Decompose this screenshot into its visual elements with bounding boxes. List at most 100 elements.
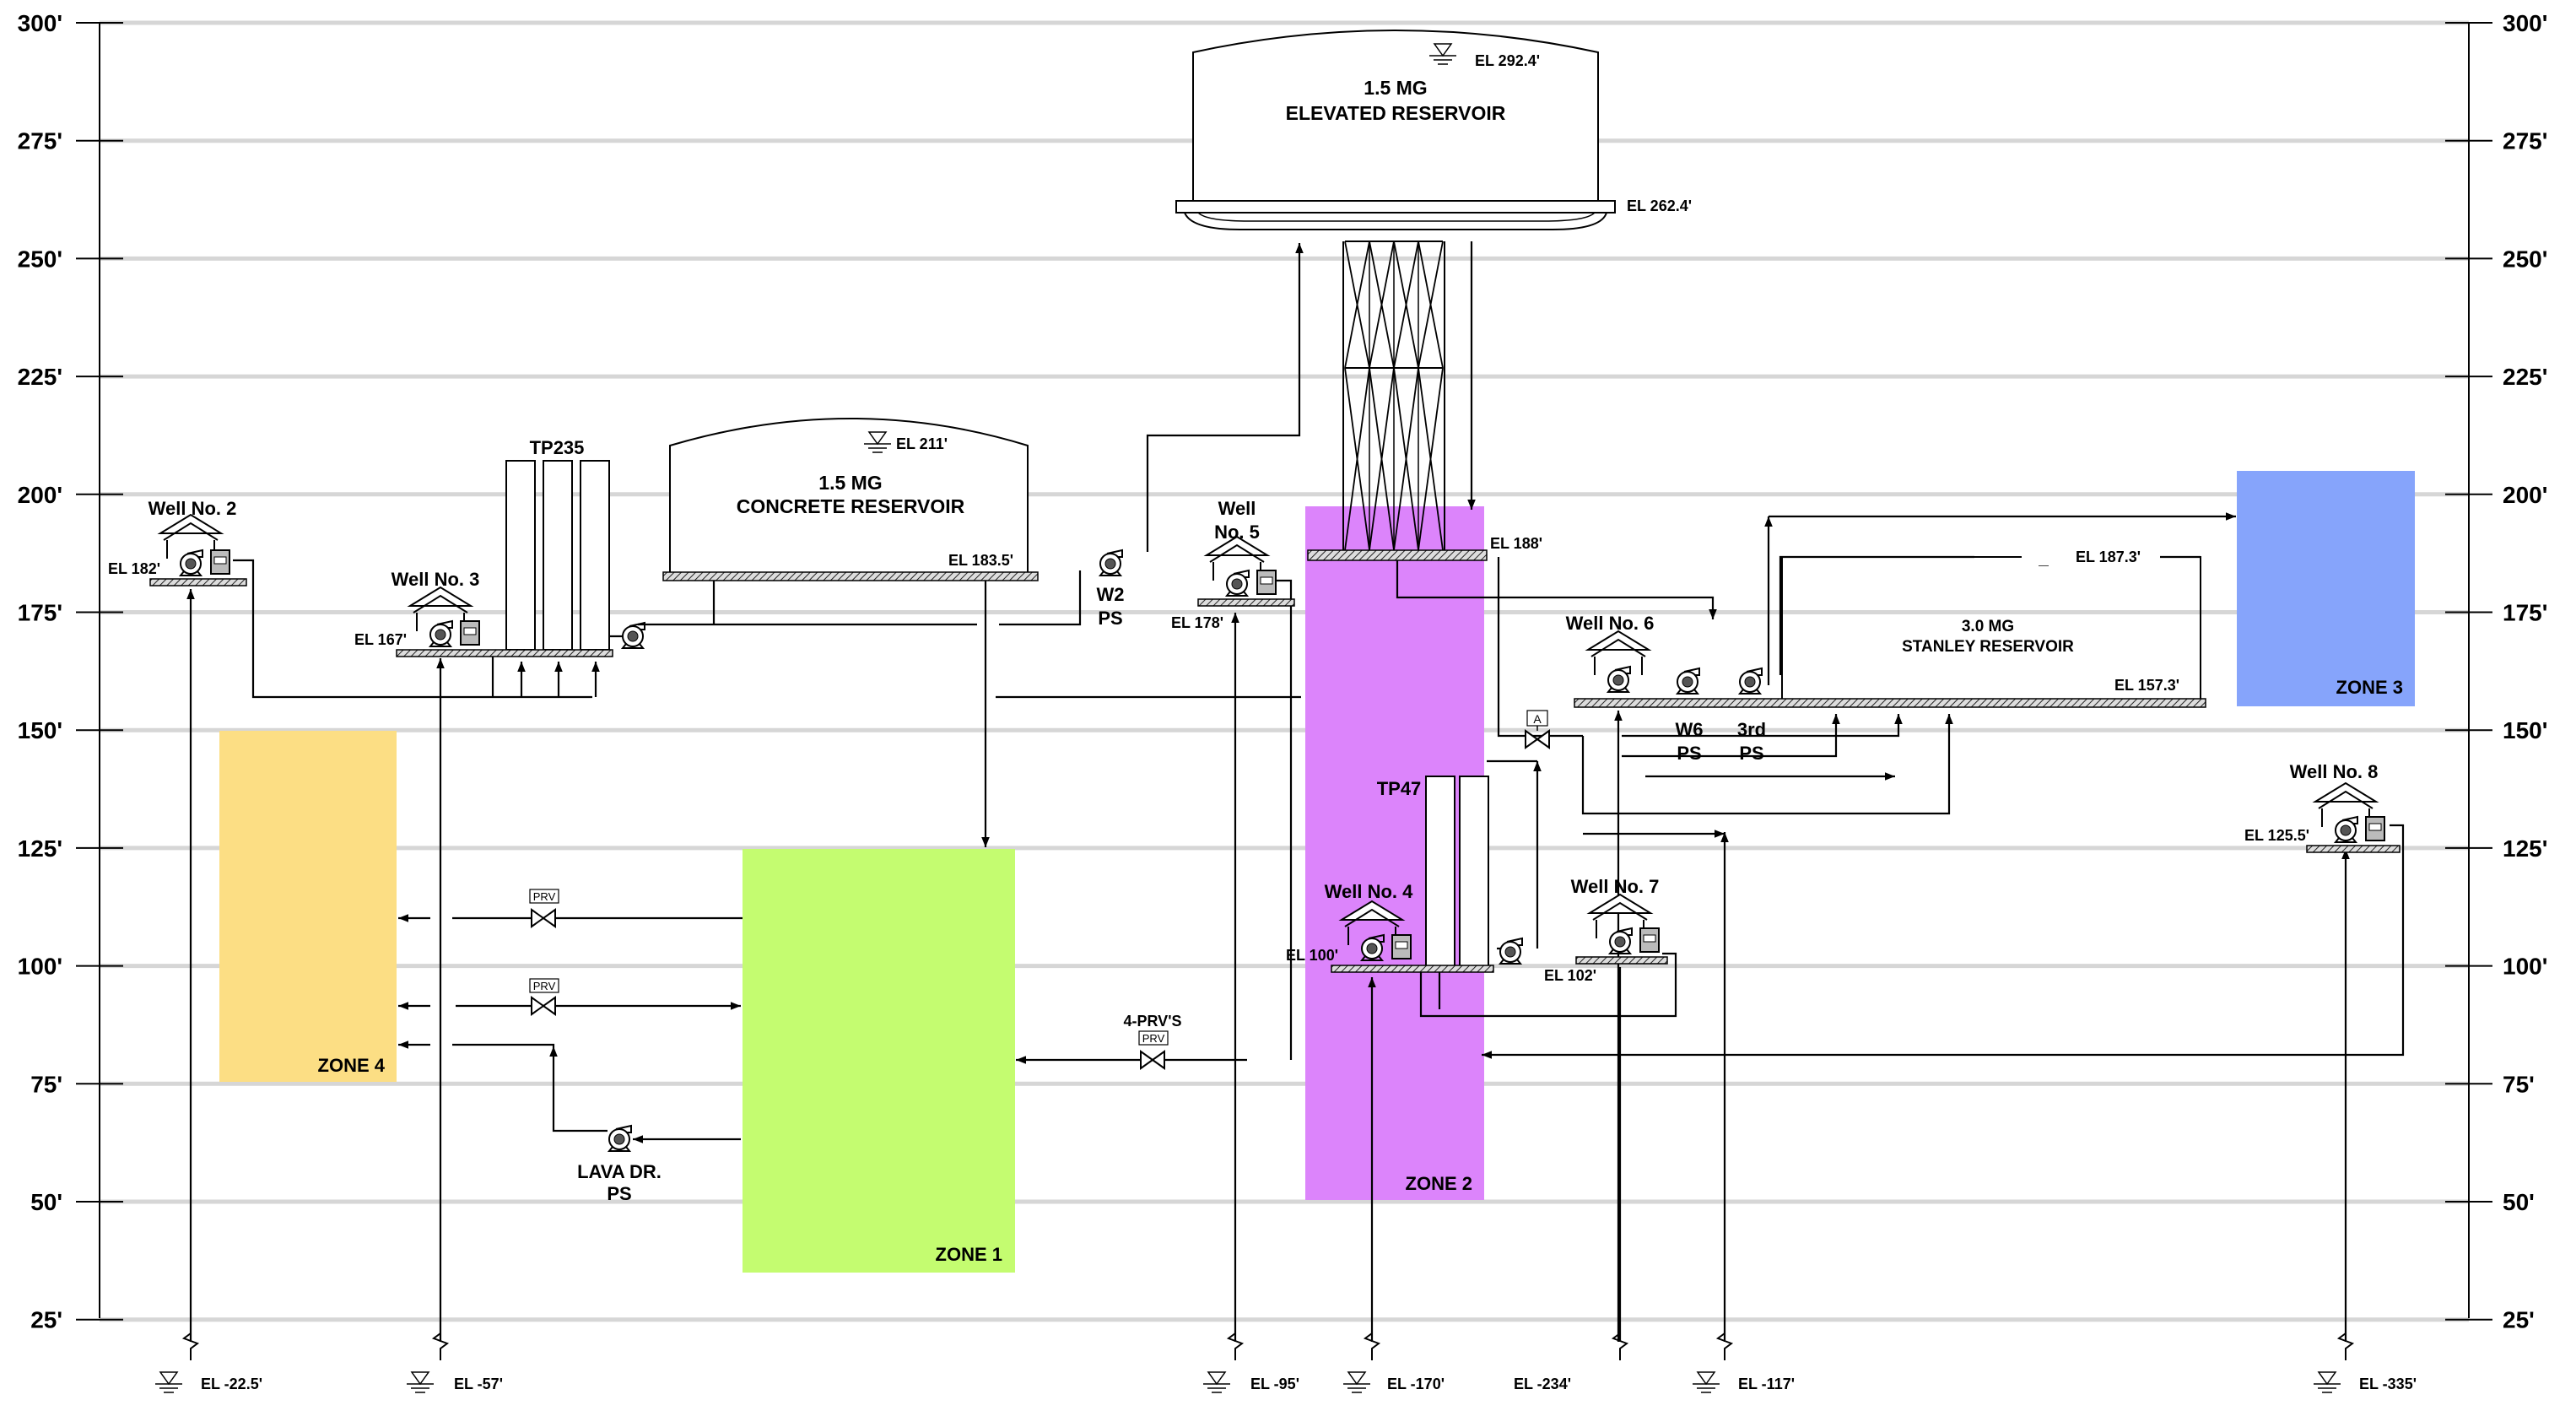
piping [186,241,2405,1342]
w6-ps-label-2: PS [1677,743,1701,764]
well-5-el: EL 178' [1171,614,1223,631]
right-tick-label: 125' [2503,835,2547,862]
well-3-depth: EL -57' [454,1376,503,1392]
elevated-base-el: EL 262.4' [1627,197,1692,214]
well-2-depth: EL -22.5' [201,1376,262,1392]
well-2-station [159,514,230,576]
right-tick-label: 50' [2503,1189,2535,1215]
left-tick-label: 225' [18,364,62,390]
well-6-station [1587,630,1650,693]
well-8-el: EL 125.5' [2244,827,2309,844]
well-5-name-1: Well [1218,498,1256,519]
zone1-block [743,849,1015,1273]
tp235-label: TP235 [530,437,585,458]
right-tick-label: 75' [2503,1071,2535,1097]
well-slabs [149,578,2400,973]
right-tick-label: 25' [2503,1307,2535,1333]
elevated-water-el: EL 292.4' [1475,52,1540,69]
left-tick-label: 50' [30,1189,62,1215]
left-tick-label: 25' [30,1307,62,1333]
w2-ps-label-2: PS [1098,608,1122,629]
prv-valve-lower: PRV [529,978,559,1015]
left-tick-label: 150' [18,717,62,743]
altitude-valve: A [1525,710,1550,749]
svg-text:PRV: PRV [533,980,556,992]
well-5-station [1206,536,1277,597]
left-tick-label: 175' [18,600,62,626]
left-tick-label: 200' [18,482,62,508]
well-8-station [2314,782,2385,843]
tp47-label: TP47 [1377,778,1422,799]
stanley-water-label-bg [2022,540,2162,565]
well-6-depth: EL -117' [1738,1376,1795,1392]
well-4-name: Well No. 4 [1325,881,1413,902]
left-tick-label: 100' [18,954,62,980]
concrete-water-el: EL 211' [896,435,948,452]
stanley-reservoir [1574,544,2206,708]
svg-text:PRV: PRV [1142,1032,1165,1045]
w2-ps-label-1: W2 [1097,584,1125,605]
concrete-base-el: EL 183.5' [948,552,1013,569]
well-3-el: EL 167' [354,631,407,648]
zone4-block [219,731,397,1082]
right-tick-label: 100' [2503,954,2547,980]
left-tick-label: 250' [18,246,62,272]
left-tick-label: 300' [18,10,62,36]
well-7-depth: EL -234' [1514,1376,1571,1392]
right-tick-label: 200' [2503,482,2547,508]
zone2-block [1305,506,1484,1200]
concrete-reservoir [662,418,1039,581]
third-ps-label-2: PS [1739,743,1763,764]
well-3-name: Well No. 3 [392,569,480,590]
well-8-name: Well No. 8 [2290,761,2379,782]
well-7-station [1589,894,1660,954]
left-tick-label: 275' [18,128,62,154]
zone3-block [2237,471,2415,706]
well-7-name: Well No. 7 [1571,876,1660,897]
well-2-el: EL 182' [108,560,160,577]
well-7-el: EL 102' [1544,967,1596,984]
elevated-reservoir-name: ELEVATED RESERVOIR [1286,102,1506,124]
zone2-label: ZONE 2 [1406,1173,1472,1194]
prv-valve-upper: PRV [529,889,559,927]
four-prv-valve: PRV [1138,1030,1169,1069]
w6-ps-label-1: W6 [1676,719,1704,740]
right-tick-label: 250' [2503,246,2547,272]
concrete-reservoir-size: 1.5 MG [818,472,882,494]
well-3-station [409,586,480,647]
right-tick-label: 300' [2503,10,2547,36]
stanley-base-el: EL 157.3' [2114,677,2179,694]
well-8-depth: EL -335' [2359,1376,2417,1392]
stanley-reservoir-name: STANLEY RESERVOIR [1902,638,2074,656]
svg-text:A: A [1533,712,1542,726]
well-2-name: Well No. 2 [149,498,237,519]
third-ps-label-1: 3rd [1737,719,1766,740]
stanley-reservoir-size: 3.0 MG [1962,618,2014,635]
well-5-depth: EL -95' [1250,1376,1299,1392]
svg-text:PRV: PRV [533,890,556,903]
zone4-label: ZONE 4 [318,1055,386,1076]
well-5-name-2: No. 5 [1214,522,1260,543]
elevated-reservoir-size: 1.5 MG [1364,77,1427,99]
left-tick-label: 125' [18,835,62,862]
lava-ps-label-1: LAVA DR. [577,1161,662,1182]
left-tick-label: 75' [30,1071,62,1097]
stanley-water-el: EL 187.3' [2076,549,2141,565]
right-tick-label: 225' [2503,364,2547,390]
well-4-el: EL 100' [1286,947,1338,964]
tp235-tanks [505,460,610,651]
right-tick-label: 275' [2503,128,2547,154]
concrete-reservoir-name: CONCRETE RESERVOIR [737,495,965,517]
tp47-tanks [1425,776,1489,968]
right-tick-label: 175' [2503,600,2547,626]
lava-ps-label-2: PS [607,1183,631,1204]
elevated-reservoir [1175,30,1616,561]
well-4-depth: EL -170' [1387,1376,1445,1392]
y-axis-gridlines: 300' 300' 275' 275' 250' 250' 225' 225' 200' 200'… [18,10,2548,1333]
elevated-leg-el: EL 188' [1490,535,1542,552]
well-6-name: Well No. 6 [1566,613,1655,634]
right-tick-label: 150' [2503,717,2547,743]
zone1-label: ZONE 1 [936,1244,1002,1265]
zone3-label: ZONE 3 [2336,677,2403,698]
